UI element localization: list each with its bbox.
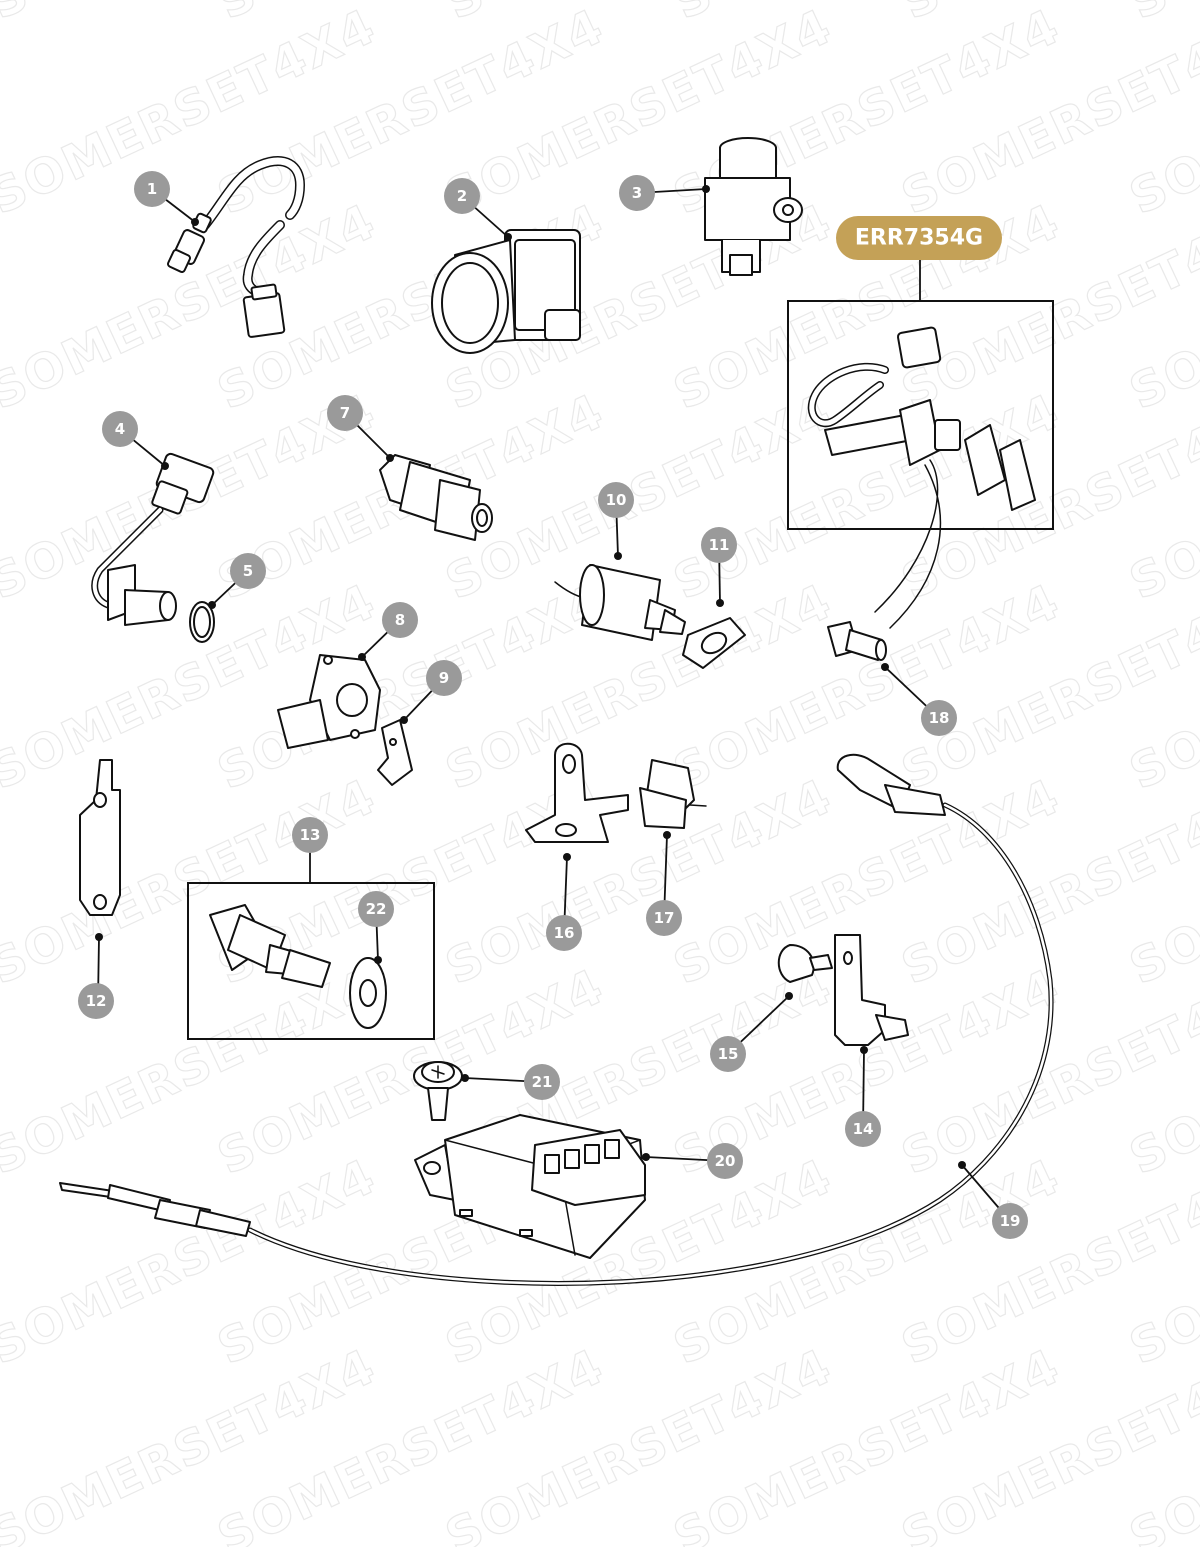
part-10-idle-air-valve	[554, 564, 686, 641]
watermark-text: SOMERSET4X4	[0, 1148, 385, 1376]
callout-9-label: 9	[439, 669, 449, 687]
callout-21-label: 21	[532, 1073, 553, 1091]
callout-11-label: 11	[709, 536, 730, 554]
callout-18: 18	[921, 700, 957, 736]
callout-2: 2	[444, 178, 480, 214]
callout-8-label: 8	[395, 611, 405, 629]
callout-22: 22	[358, 891, 394, 927]
callout-20-label: 20	[715, 1152, 736, 1170]
callout-3-label: 3	[632, 184, 642, 202]
watermark-text: SOMERSET4X4	[665, 383, 1068, 611]
watermark-text: SOMERSET4X4	[209, 0, 612, 226]
part-2-airflow-meter	[431, 229, 581, 354]
part-15-clip	[777, 944, 833, 983]
part-14-bracket	[834, 934, 909, 1046]
callout-15: 15	[710, 1036, 746, 1072]
callout-2-label: 2	[457, 187, 467, 205]
callout-10-label: 10	[606, 491, 627, 509]
callout-15-label: 15	[718, 1045, 739, 1063]
watermark-text: SOMERSET4X4	[665, 768, 1068, 996]
callout-7: 7	[327, 395, 363, 431]
part-number-label[interactable]: ERR7354G	[855, 226, 983, 251]
callout-14: 14	[845, 1111, 881, 1147]
callout-5: 5	[230, 553, 266, 589]
part-5-o-ring	[189, 601, 215, 643]
callout-3: 3	[619, 175, 655, 211]
callout-9: 9	[426, 660, 462, 696]
callout-13: 13	[292, 817, 328, 853]
watermark-text: SOMERSET4X4	[1121, 0, 1200, 31]
callout-19: 19	[992, 1203, 1028, 1239]
part-19-cable-probe	[59, 753, 1054, 1286]
part-8-throttle-position-sensor	[277, 654, 381, 749]
part-9-bracket	[377, 719, 413, 786]
callout-19-label: 19	[1000, 1212, 1021, 1230]
part-11-gasket	[682, 617, 746, 669]
callout-22-label: 22	[366, 900, 387, 918]
part-20-module	[414, 1114, 646, 1259]
err7354g-group	[787, 260, 1054, 629]
callout-1-label: 1	[147, 180, 157, 198]
watermark-text: SOMERSET4X4	[0, 958, 385, 1186]
callout-7-label: 7	[340, 404, 350, 422]
watermark-text: SOMERSET4X4	[665, 1148, 1068, 1376]
part-3-switch	[704, 137, 803, 276]
callout-11: 11	[701, 527, 737, 563]
part-16-l-bracket	[525, 742, 629, 843]
callout-12-label: 12	[86, 992, 107, 1010]
callout-18-label: 18	[929, 709, 950, 727]
callout-14-label: 14	[853, 1120, 874, 1138]
watermark-text: SOMERSET4X4	[0, 0, 385, 226]
callout-5-label: 5	[243, 562, 253, 580]
part-number-badge[interactable]: ERR7354G	[836, 216, 1002, 260]
part-17-clip	[639, 759, 707, 829]
part-4-crank-sensor	[91, 452, 215, 626]
callout-1: 1	[134, 171, 170, 207]
callout-8: 8	[382, 602, 418, 638]
callout-10: 10	[598, 482, 634, 518]
part-18-bolt	[827, 621, 887, 661]
callout-21: 21	[524, 1064, 560, 1100]
callout-16-label: 16	[554, 924, 575, 942]
callout-4-label: 4	[115, 420, 125, 438]
callout-4: 4	[102, 411, 138, 447]
callout-17: 17	[646, 900, 682, 936]
callout-20: 20	[707, 1143, 743, 1179]
part-7-pressure-switch	[379, 454, 493, 541]
callout-17-label: 17	[654, 909, 675, 927]
part-1-sensor-harness	[167, 156, 306, 338]
part-12-strap-bracket	[79, 759, 121, 916]
part-13-group	[187, 852, 435, 1040]
callout-13-label: 13	[300, 826, 321, 844]
callout-16: 16	[546, 915, 582, 951]
callout-12: 12	[78, 983, 114, 1019]
